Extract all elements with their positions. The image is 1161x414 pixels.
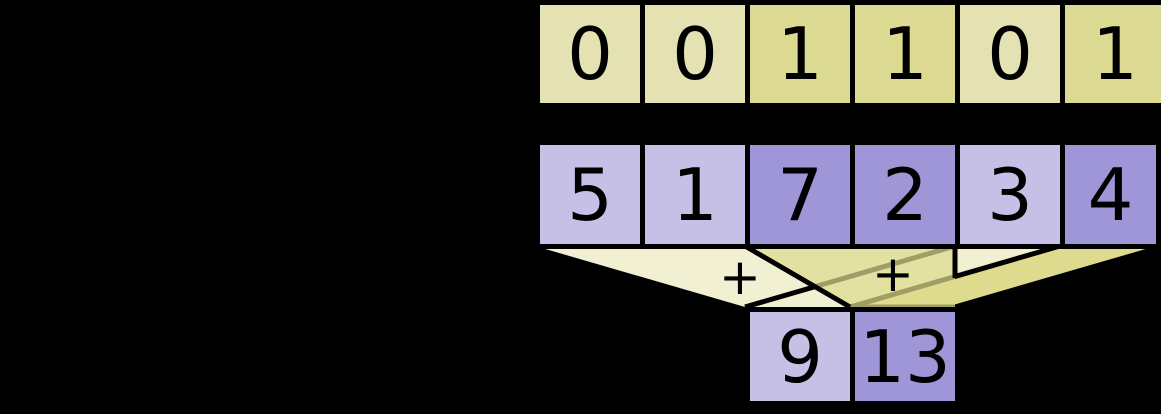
funnel-masked-left-shape <box>745 246 955 307</box>
mask-cell-0: 0 <box>535 0 645 108</box>
value-cell-2: 7 <box>745 140 855 249</box>
value-cell-1: 1 <box>640 140 750 249</box>
mask-cell-3: 1 <box>850 0 960 108</box>
value-cell-4: 3 <box>955 140 1065 249</box>
result-cell-unmasked-sum: 9 <box>745 307 855 406</box>
funnel-masked-left-edge <box>743 243 852 310</box>
value-cell-0: 5 <box>535 140 645 249</box>
plus-operator-left: + <box>719 248 761 306</box>
value-cell-3: 2 <box>850 140 960 249</box>
mask-cell-5: 1 <box>1060 0 1161 108</box>
value-cell-5: 4 <box>1060 140 1161 249</box>
mask-cell-2: 1 <box>745 0 855 108</box>
plus-operator-right: + <box>872 245 914 303</box>
mask-cell-4: 0 <box>955 0 1065 108</box>
result-cell-masked-sum: 13 <box>850 307 960 406</box>
mask-cell-1: 0 <box>640 0 750 108</box>
